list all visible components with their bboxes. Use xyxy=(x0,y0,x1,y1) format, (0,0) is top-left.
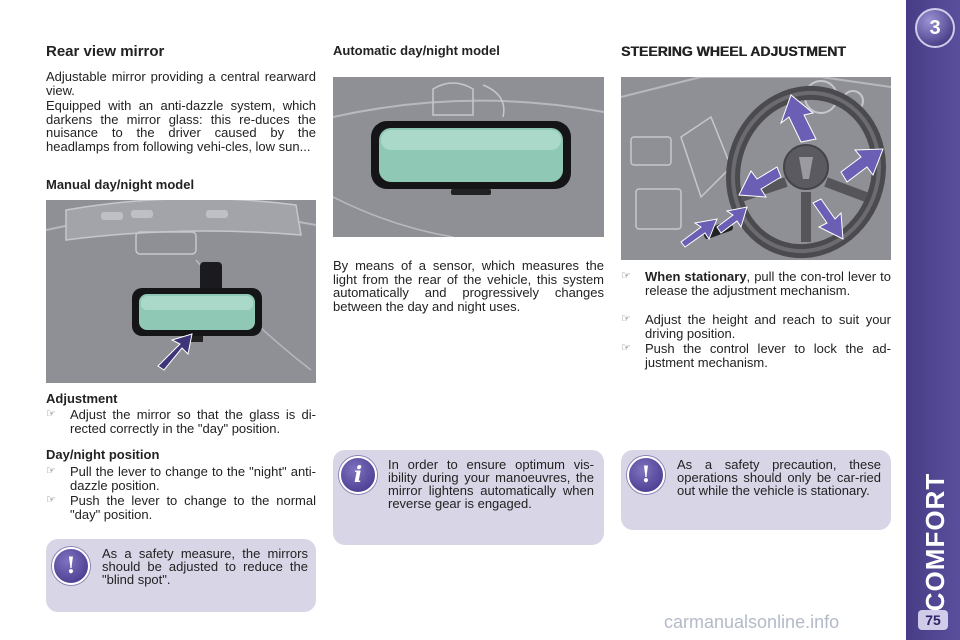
reverse-gear-note-text: In order to ensure optimum vis-ibility d… xyxy=(388,457,594,511)
page-number: 75 xyxy=(918,610,948,630)
steering-title: STEERING WHEEL ADJUSTMENT xyxy=(621,43,846,59)
steering-wheel-figure xyxy=(621,77,891,260)
daynight-bullet-2-text: Push the lever to change to the normal "… xyxy=(70,493,316,522)
daynight-bullet-1-text: Pull the lever to change to the "night" … xyxy=(70,464,316,493)
manual-mirror-figure xyxy=(46,200,316,383)
steering-bullet-1: ☞ When stationary, pull the con-trol lev… xyxy=(621,270,891,297)
steering-bullet-1-bold: When stationary xyxy=(645,269,747,284)
steering-bullet-3-text: Push the control lever to lock the ad-ju… xyxy=(645,341,891,370)
blind-spot-note: ! As a safety measure, the mirrors shoul… xyxy=(46,539,316,612)
steering-bullet-2-text: Adjust the height and reach to suit your… xyxy=(645,312,891,341)
daynight-heading: Day/night position xyxy=(46,447,160,462)
adjustment-bullet-text: Adjust the mirror so that the glass is d… xyxy=(70,407,316,436)
adjustment-bullet: ☞ Adjust the mirror so that the glass is… xyxy=(46,408,316,435)
automatic-model-heading: Automatic day/night model xyxy=(333,43,500,58)
info-icon: i xyxy=(339,456,377,494)
steering-bullet-1-text: , pull the con-trol lever to release the… xyxy=(645,269,891,298)
automatic-mirror-figure xyxy=(333,77,604,237)
pointing-hand-icon: ☞ xyxy=(46,465,56,477)
pointing-hand-icon: ☞ xyxy=(46,408,56,420)
pointing-hand-icon: ☞ xyxy=(621,313,631,325)
manual-model-heading: Manual day/night model xyxy=(46,177,195,192)
pointing-hand-icon: ☞ xyxy=(621,270,631,282)
chapter-sidebar: 3 COMFORT 75 xyxy=(906,0,960,640)
stationary-note-text: As a safety precaution, these operations… xyxy=(677,457,881,498)
steering-bullet-3: ☞ Push the control lever to lock the ad-… xyxy=(621,342,891,369)
rear-view-intro-1: Adjustable mirror providing a central re… xyxy=(46,69,316,98)
stationary-note: ! As a safety precaution, these operatio… xyxy=(621,450,891,530)
adjustment-heading: Adjustment xyxy=(46,391,118,406)
reverse-gear-note: i In order to ensure optimum vis-ibility… xyxy=(333,450,604,545)
daynight-bullet-2: ☞ Push the lever to change to the normal… xyxy=(46,494,316,521)
pointing-hand-icon: ☞ xyxy=(46,494,56,506)
blind-spot-note-text: As a safety measure, the mirrors should … xyxy=(102,546,308,587)
daynight-bullet-1: ☞ Pull the lever to change to the "night… xyxy=(46,465,316,492)
pointing-hand-icon: ☞ xyxy=(621,342,631,354)
rear-view-mirror-title: Rear view mirror xyxy=(46,43,165,60)
exclamation-icon: ! xyxy=(52,547,90,585)
automatic-body: By means of a sensor, which measures the… xyxy=(333,258,604,314)
watermark: carmanualsonline.info xyxy=(664,612,840,632)
chapter-badge: 3 xyxy=(915,8,955,48)
exclamation-icon: ! xyxy=(627,456,665,494)
chapter-title: COMFORT xyxy=(920,472,950,612)
rear-view-intro-2: Equipped with an anti-dazzle system, whi… xyxy=(46,98,316,154)
steering-bullet-2: ☞ Adjust the height and reach to suit yo… xyxy=(621,313,891,340)
